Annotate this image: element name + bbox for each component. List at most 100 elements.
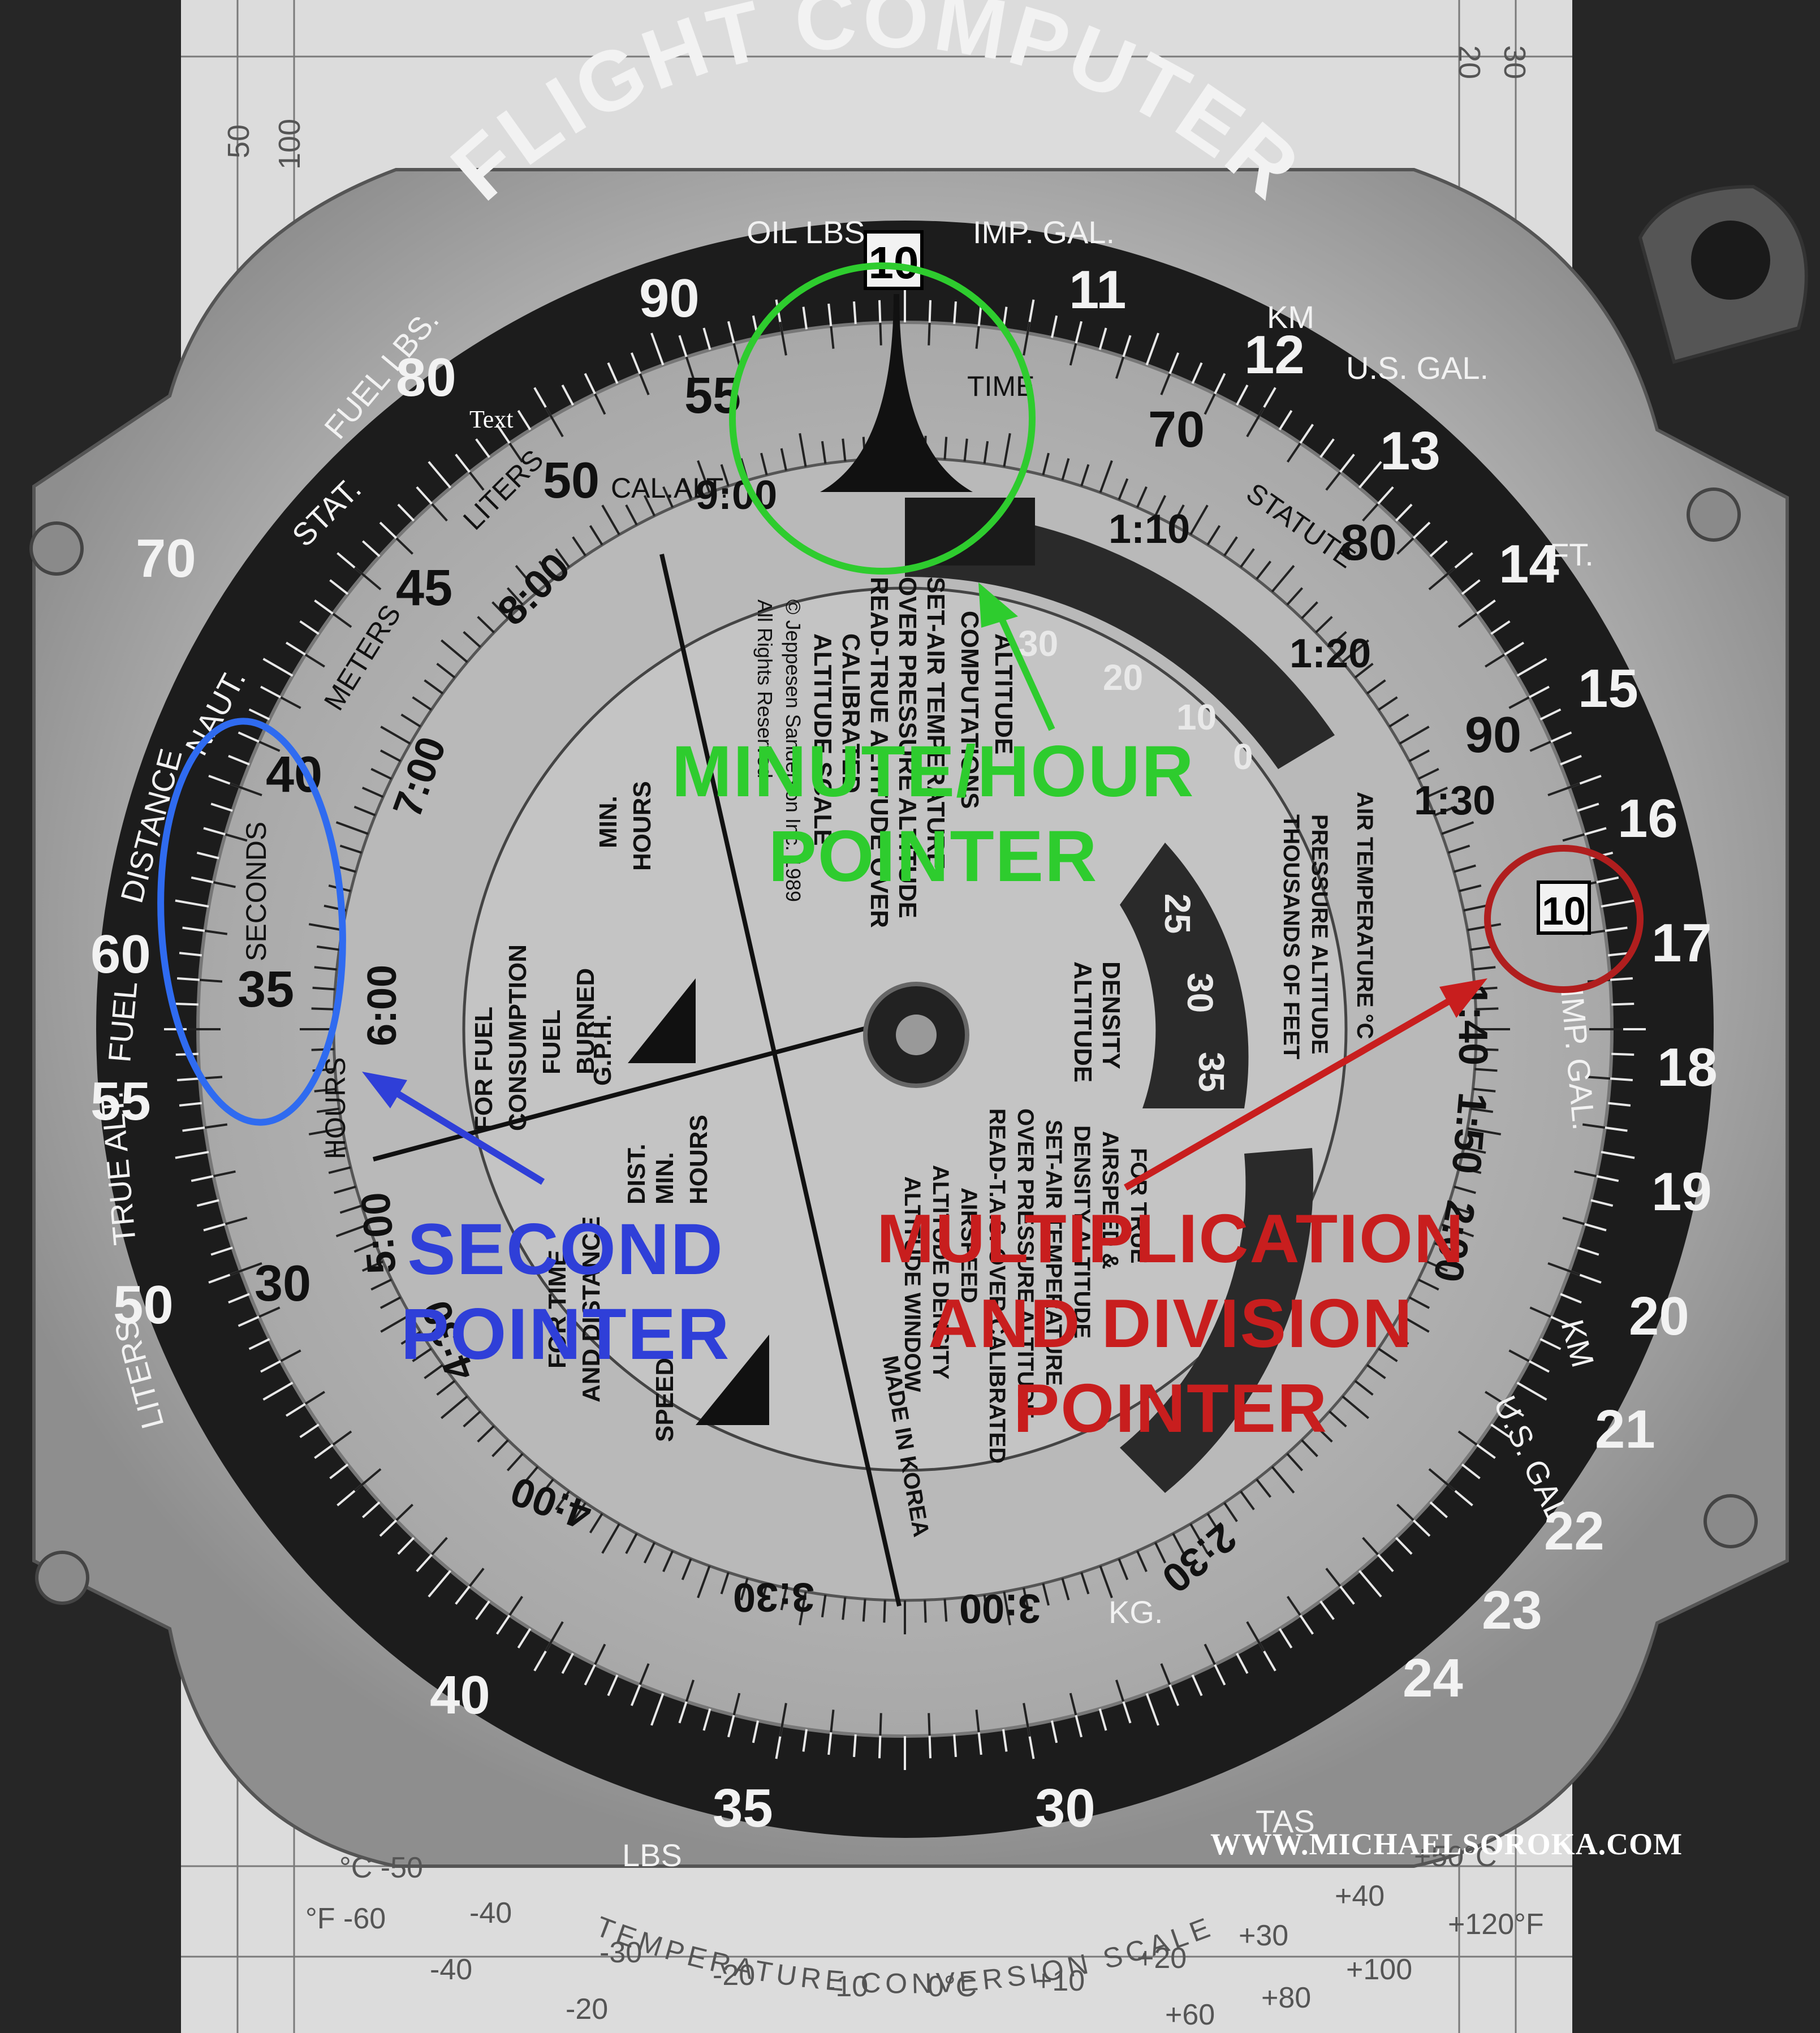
scale-tick [1154, 1542, 1167, 1564]
second-arrow [382, 1082, 545, 1185]
scale-tick [262, 1382, 294, 1401]
scale-tick [752, 1720, 760, 1743]
time-label: 1:10 [1109, 507, 1190, 552]
scale-tick [397, 1536, 415, 1555]
scale-tick [175, 1151, 209, 1159]
scale-tick [196, 1199, 219, 1207]
scale-tick [515, 565, 539, 593]
scale-tick [975, 326, 980, 349]
scale-tick [1191, 362, 1203, 384]
scale-tick [780, 448, 787, 471]
scale-tick [1358, 461, 1382, 489]
scale-tick [1547, 1262, 1581, 1276]
second-annotation: SECOND POINTER [362, 1207, 769, 1377]
scale-tick [1160, 1663, 1171, 1685]
scale-tick [1042, 1583, 1050, 1606]
scale-tick [681, 478, 692, 500]
scale-tick [1115, 356, 1125, 379]
scale-tick [1388, 713, 1409, 728]
grid-label: 50 [222, 124, 256, 158]
scale-tick [335, 1223, 369, 1237]
screw-icons [29, 487, 1758, 1605]
time-label: 6:00 [360, 965, 405, 1046]
minute-hour-arrowhead-icon [978, 582, 1018, 628]
unit-label: FT. [1550, 537, 1594, 572]
scale-tick [1584, 827, 1607, 836]
scale-tick [1378, 1348, 1398, 1362]
scale-tick [572, 536, 586, 556]
scale-tick [314, 599, 334, 615]
scale-tick [361, 787, 384, 798]
mult-div-annotation: MULTIPLICATION AND DIVISION POINTER [814, 1196, 1527, 1451]
scale-tick [1473, 1087, 1496, 1093]
scale-tick [662, 1550, 674, 1573]
scale-tick [1459, 1166, 1482, 1174]
scale-tick [1562, 1216, 1585, 1225]
scale-tick [491, 1439, 509, 1457]
face-text: AIRSPEED [956, 1188, 981, 1303]
unit-label: OIL LBS [747, 214, 865, 250]
scale-tick [203, 1223, 226, 1232]
index-box-right [1537, 880, 1591, 935]
scale-tick [1470, 945, 1494, 951]
scale-tick [334, 1185, 356, 1194]
scale-number: 12 [1244, 325, 1305, 385]
scale-tick [1426, 787, 1448, 798]
temp-label: +60 [1165, 1999, 1215, 2031]
scale-tick [335, 821, 369, 835]
scale-tick [1395, 503, 1413, 522]
scale-tick [182, 926, 205, 933]
scale-tick [1396, 1504, 1414, 1521]
grid-label: 100 [273, 119, 307, 170]
scale-tick [379, 521, 398, 539]
copyright-block: © Jeppesen Sanderson Inc. 1989 All Right… [753, 599, 805, 902]
scale-tick [1246, 407, 1265, 438]
scale-tick [1122, 335, 1132, 357]
scale-tick [1485, 653, 1506, 668]
scale-tick [1366, 1364, 1386, 1379]
scale-tick [1286, 442, 1301, 463]
inner-ring-numbers: 50 55 45 40 35 30 70 80 90 [238, 368, 1521, 1312]
minute-hour-pointer-icon [820, 294, 973, 492]
scale-tick [353, 567, 382, 590]
scale-tick [316, 945, 340, 951]
scale-tick [1377, 1553, 1394, 1572]
scale-tick [441, 1395, 468, 1419]
scale-tick [182, 1126, 205, 1132]
scale-tick [879, 1713, 882, 1736]
scale-tick [1362, 1536, 1379, 1556]
scale-tick [229, 1262, 262, 1276]
scale-tick [760, 1583, 768, 1606]
face-text: COMPUTATIONS [956, 611, 984, 809]
scale-number: 21 [1595, 1399, 1655, 1460]
scale-tick [468, 1568, 485, 1587]
face-text: All Rights Reserved [753, 599, 777, 778]
scale-tick [1408, 1296, 1430, 1309]
scale-tick [1539, 708, 1562, 720]
scale-tick [339, 844, 363, 854]
scale-tick [678, 335, 688, 357]
scale-tick [720, 464, 730, 487]
scale-tick [1590, 1199, 1614, 1207]
temp-label: -20 [566, 1993, 608, 2026]
scale-tick [1299, 1615, 1314, 1635]
scale-tick [441, 639, 468, 663]
face-text: MIN. [651, 1152, 679, 1205]
scale-tick [1461, 579, 1481, 595]
scale-tick [380, 726, 411, 745]
scale-number: 90 [639, 268, 700, 329]
face-text: BURNED [572, 968, 600, 1074]
scale-tick [1214, 1664, 1226, 1686]
scale-tick [963, 438, 968, 461]
scale-tick [878, 1736, 882, 1759]
scale-tick [280, 1349, 301, 1362]
scale-tick [1286, 1453, 1304, 1471]
scale-tick [702, 327, 711, 350]
scale-tick [1528, 685, 1550, 698]
scale-tick [1278, 409, 1293, 430]
scale-tick [1447, 1205, 1470, 1214]
ring-label: CAL.ALT. [611, 472, 728, 504]
window-number: 25 [1157, 894, 1198, 934]
scale-tick [1329, 1410, 1347, 1428]
scale-tick [862, 1599, 866, 1622]
